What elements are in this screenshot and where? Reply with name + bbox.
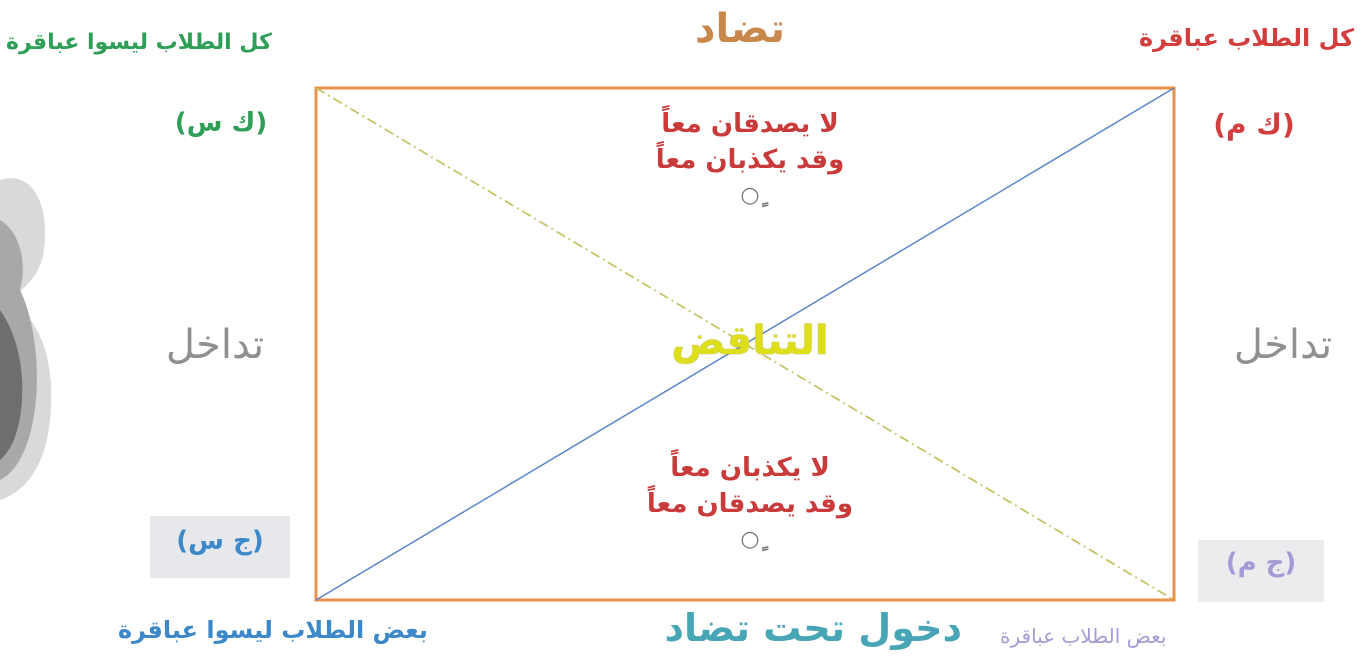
- particular-affirmative-symbol: (ج م): [1225, 548, 1297, 578]
- subcontrary-rule-line-2: وقد يصدقان معاً: [646, 489, 854, 519]
- universal-negative-symbol: (ك س): [174, 108, 268, 138]
- subcontrary-rule: لا يكذبان معاً وقد يصدقان معاً ٍٍ○: [540, 450, 960, 558]
- contradiction-diagonal-1: [315, 87, 1175, 601]
- universal-affirmative-statement: كل الطلاب عباقرة: [1138, 24, 1354, 52]
- particular-affirmative-statement: بعض الطلاب عباقرة: [1000, 624, 1167, 648]
- contrary-rule-line-2: وقد يكذبان معاً: [655, 145, 845, 175]
- subcontrary-rule-line-1: لا يكذبان معاً: [670, 453, 830, 483]
- scholar-portrait-icon: [0, 178, 52, 500]
- top-relation-label: تضاد: [695, 6, 785, 52]
- universal-negative-statement: كل الطلاب ليسوا عباقرة: [6, 30, 272, 55]
- bottom-relation-label: دخول تحت تضاد: [664, 606, 962, 650]
- particular-affirmative-symbol-box: [1198, 540, 1324, 602]
- square-frame: [314, 86, 1176, 602]
- particular-negative-symbol-box: [150, 516, 290, 578]
- subcontrary-rule-mark: ٍٍ○: [740, 527, 760, 552]
- right-subaltern-label: تداخل: [1233, 322, 1333, 368]
- contrary-rule-line-1: لا يصدقان معاً: [661, 109, 839, 139]
- contradiction-diagonal-2: [315, 87, 1175, 601]
- particular-negative-symbol: (ج س): [176, 526, 264, 556]
- contrary-rule-mark: ٍٍ○: [740, 183, 760, 208]
- contrary-rule: لا يصدقان معاً وقد يكذبان معاً ٍٍ○: [540, 106, 960, 214]
- particular-negative-statement: بعض الطلاب ليسوا عباقرة: [118, 616, 428, 644]
- universal-affirmative-symbol: (ك م): [1213, 108, 1295, 141]
- contradiction-label: التناقض: [671, 318, 829, 364]
- left-subaltern-label: تداخل: [165, 322, 265, 368]
